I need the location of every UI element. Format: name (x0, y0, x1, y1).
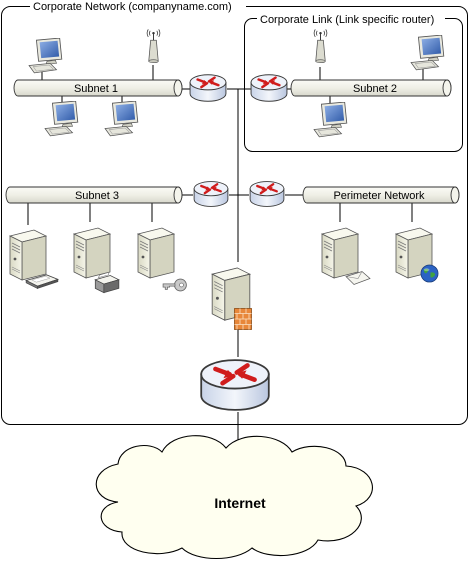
server-icon (137, 227, 175, 279)
router-icon (249, 180, 285, 208)
server-icon (321, 227, 359, 279)
perimeter-network-bus: Perimeter Network (302, 186, 460, 204)
workstation-icon (410, 35, 445, 71)
subnet-2-bus: Subnet 2 (290, 79, 452, 97)
subnet-3-bus: Subnet 3 (5, 186, 183, 204)
wireless-access-point-icon (146, 28, 161, 64)
subnet-1-label: Subnet 1 (74, 83, 118, 95)
internet-cloud: Internet (95, 435, 373, 560)
corporate-link-label: Corporate Link (Link specific router) (260, 14, 434, 26)
workstation-icon (28, 38, 63, 74)
corporate-network-label: Corporate Network (companyname.com) (33, 1, 232, 13)
workstation-icon (44, 101, 79, 137)
printer-icon (94, 271, 120, 294)
router-icon (250, 73, 288, 103)
perimeter-network-label: Perimeter Network (333, 190, 425, 202)
router-icon (189, 73, 227, 103)
router-icon (193, 180, 229, 208)
workstation-icon (313, 102, 348, 138)
server-icon (73, 227, 111, 279)
workstation-icon (104, 101, 139, 137)
firewall-icon (234, 308, 252, 330)
wireless-access-point-icon (313, 28, 328, 64)
internet-label: Internet (214, 495, 266, 511)
server-icon (9, 229, 47, 281)
internet-router-icon (201, 360, 269, 410)
subnet-2-label: Subnet 2 (353, 83, 397, 95)
network-links (27, 65, 424, 450)
subnet-1-bus: Subnet 1 (13, 79, 183, 97)
key-icon (162, 278, 187, 292)
subnet-3-label: Subnet 3 (75, 190, 119, 202)
globe-icon (420, 264, 439, 283)
